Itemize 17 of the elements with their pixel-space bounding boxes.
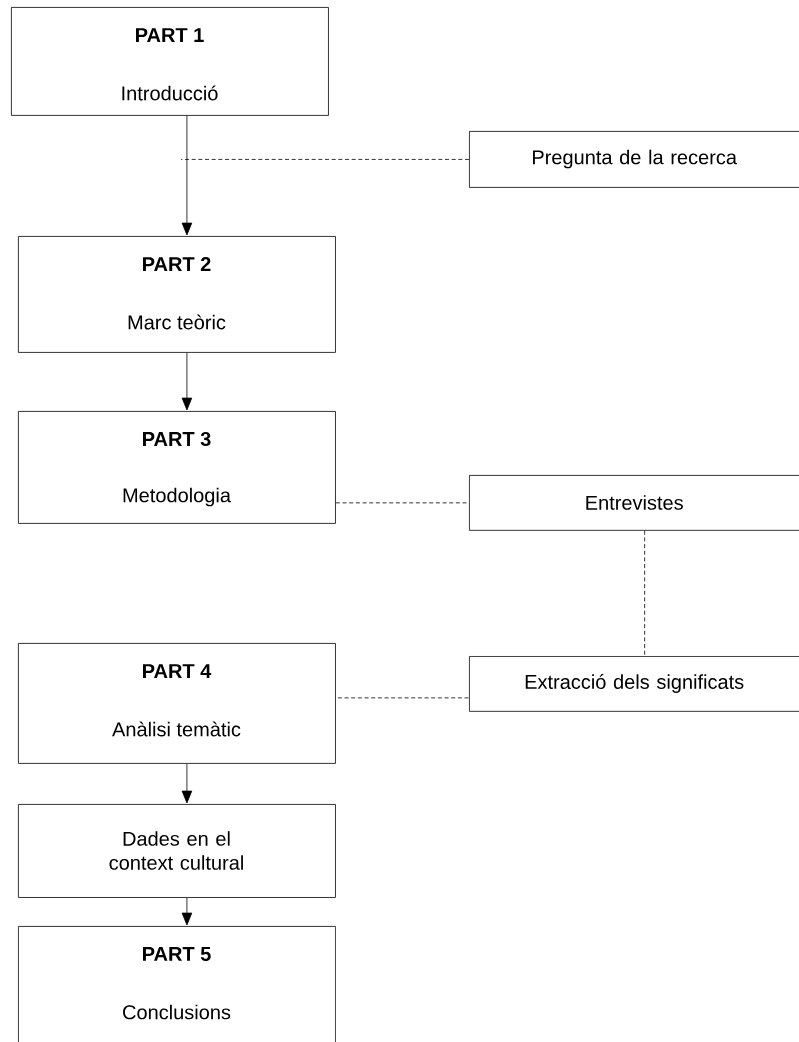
process-box: PART 2 Marc teòric <box>18 236 336 353</box>
process-box: Dades en el context cultural <box>18 804 336 898</box>
connector-line <box>335 502 470 504</box>
process-box: Pregunta de la recerca <box>469 131 799 188</box>
arrow <box>181 352 193 411</box>
arrow <box>181 897 193 926</box>
process-box: PART 5 Conclusions <box>18 926 336 1042</box>
connector-line <box>180 159 470 160</box>
connector-line <box>644 530 646 657</box>
process-box: Extracció dels significats <box>469 656 799 712</box>
process-box: PART 3 Metodologia <box>18 411 336 524</box>
process-box: Entrevistes <box>469 475 799 531</box>
arrow <box>181 763 193 804</box>
connector-line <box>337 697 470 699</box>
arrow <box>181 115 193 236</box>
process-box: PART 4 Anàlisi temàtic <box>18 643 336 764</box>
process-box: PART 1 Introducció <box>11 7 329 116</box>
